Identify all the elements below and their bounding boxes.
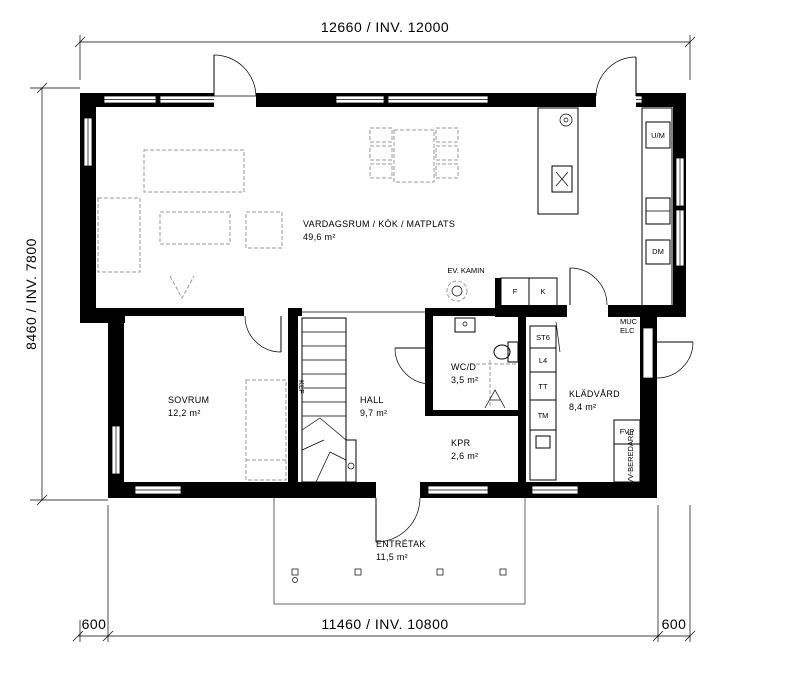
label-tt: TT [538, 382, 548, 391]
dimension-top-label: 12660 / INV. 12000 [321, 19, 449, 35]
room-living-name: VARDAGSRUM / KÖK / MATPLATS [303, 219, 455, 229]
dimension-left: 8460 / INV. 7800 [23, 82, 108, 506]
label-st6: ST6 [536, 333, 550, 342]
room-closet-name: KLÄDVÅRD [569, 389, 620, 399]
label-tm: TM [538, 411, 549, 420]
laundry-units: ST6 L4 TT TM FVP VV-BEREDARE MUC ELC [529, 317, 641, 484]
label-vvb: VV-BEREDARE [626, 431, 635, 484]
entry-canopy [273, 498, 526, 605]
label-kamin: EV. KAMIN [447, 266, 484, 275]
room-wc-area: 3,5 m² [451, 375, 478, 385]
room-entry-name: ENTRÉTAK [376, 539, 426, 549]
room-wc-name: WC/D [451, 362, 476, 372]
dimension-bottom-right-label: 600 [662, 616, 687, 632]
dimension-bottom-label: 11460 / INV. 10800 [321, 616, 448, 632]
room-bedroom-area: 12,2 m² [168, 408, 201, 418]
room-entry-area: 11,5 m² [376, 552, 408, 562]
exterior-walls [80, 93, 686, 498]
label-elc: ELC [620, 326, 635, 335]
room-hall-area: 9,7 m² [360, 408, 387, 418]
label-fvp: FVP [620, 427, 635, 436]
staircase: KLF [297, 317, 357, 483]
room-labels: VARDAGSRUM / KÖK / MATPLATS 49,6 m² SOVR… [168, 219, 620, 562]
wc-fixtures [454, 317, 519, 409]
label-freezer: K [540, 287, 545, 296]
room-bedroom-name: SOVRUM [168, 395, 209, 405]
label-um: U/M [651, 131, 665, 140]
stair-label: KLF [297, 380, 306, 394]
interior-walls [124, 278, 643, 488]
label-l4: L4 [539, 356, 547, 365]
room-closet-area: 8,4 m² [569, 402, 596, 412]
label-dm: DM [652, 247, 664, 256]
room-living-area: 49,6 m² [303, 232, 336, 242]
doors [213, 54, 694, 543]
windows [83, 95, 685, 495]
room-kpr-name: KPR [451, 438, 471, 448]
label-muc: MUC [620, 317, 638, 326]
dimension-bottom: 600 11460 / INV. 10800 600 [72, 505, 696, 642]
room-hall-name: HALL [360, 395, 384, 405]
dimension-bottom-left-label: 600 [82, 616, 107, 632]
furniture [97, 127, 518, 481]
dimension-top: 12660 / INV. 12000 [74, 19, 696, 80]
label-fridge: F [513, 287, 518, 296]
room-kpr-area: 2,6 m² [451, 451, 478, 461]
kitchen: U/M DM F K EV. KAMIN [446, 107, 673, 309]
dimension-left-label: 8460 / INV. 7800 [23, 238, 39, 350]
